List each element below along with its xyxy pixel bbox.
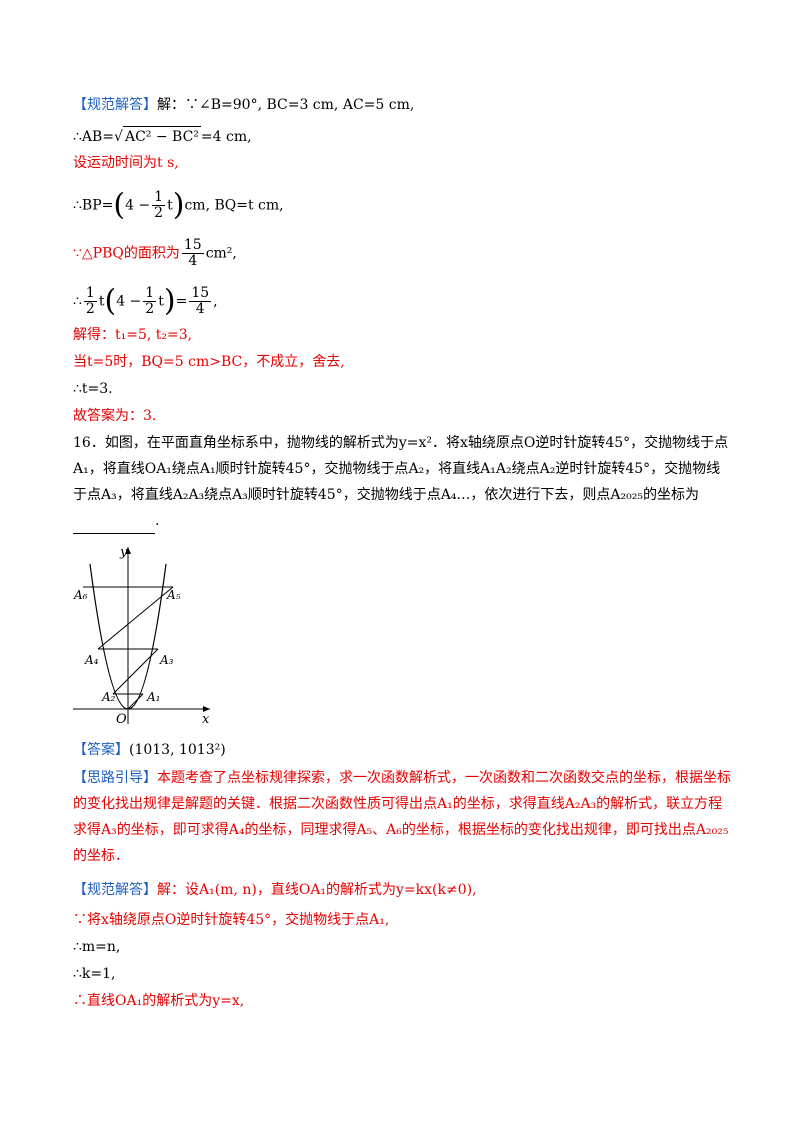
solution2-line-1: 【规范解答】解：设A₁(m, n)，直线OA₁的解析式为y=kx(k≠0), [73,882,477,898]
label-A6: A₆ [73,588,88,602]
solution2-line-5: ∴直线OA₁的解析式为y=x, [73,993,245,1009]
solution-line-3: 设运动时间为t s, [73,155,179,171]
hint-tag: 【思路引导】 [73,770,157,786]
answer-blank[interactable] [73,519,155,534]
x-axis-arrow [203,706,210,712]
y-label: y [119,545,128,560]
solution2-line-3: ∴m=n, [73,939,121,955]
label-A3: A₃ [159,653,174,667]
label-A5: A₅ [166,588,181,602]
solution-line-2: ∴AB=√AC² − BC²=4 cm, [73,126,252,147]
y-axis-arrow [125,547,131,554]
segment-OA1 [127,693,144,710]
x-label: x [202,712,210,727]
solution-line-7: 解得：t₁=5, t₂=3, [73,327,193,343]
solution-line-8: 当t=5时，BQ=5 cm>BC，不成立，舍去, [73,354,345,370]
parabola-diagram: y x O A₁ A₂ A₃ A₄ A₅ A₆ [73,545,210,727]
solution2-line-4: ∴k=1, [73,966,116,982]
solution-tag: 【规范解答】 [73,97,157,113]
label-A2: A₂ [101,690,116,704]
solution2-line-2: ∵将x轴绕原点O逆时针旋转45°，交抛物线于点A₁, [73,912,390,928]
answer-tag: 【答案】 [73,742,129,758]
segment-A2A3 [112,648,159,695]
solution-line-10: 故答案为：3. [73,408,157,424]
answer-line: 【答案】(1013, 1013²) [73,740,226,760]
answer-value: (1013, 1013²) [129,742,226,758]
question-text: 16．如图，在平面直角坐标系中，抛物线的解析式为y=x²．将x轴绕原点O逆时针旋… [73,435,729,503]
label-A1: A₁ [146,690,160,704]
solution-line-1: 【规范解答】解：∵∠B=90°, BC=3 cm, AC=5 cm, [73,95,414,115]
hint-paragraph: 【思路引导】本题考查了点坐标规律探索，求一次函数解析式，一次函数和二次函数交点的… [73,765,733,869]
solution-text: 解：∵∠B=90°, BC=3 cm, AC=5 cm, [157,97,415,113]
sqrt-radicand: AC² − BC² [122,126,201,147]
question-16: 16．如图，在平面直角坐标系中，抛物线的解析式为y=x²．将x轴绕原点O逆时针旋… [73,430,733,534]
origin-label: O [116,712,127,727]
solution-line-9: ∴t=3. [73,381,113,397]
segment-A4A5 [97,586,174,650]
hint-text: 本题考查了点坐标规律探索，求一次函数解析式，一次函数和二次函数交点的坐标，根据坐… [73,770,731,864]
label-A4: A₄ [84,653,99,667]
